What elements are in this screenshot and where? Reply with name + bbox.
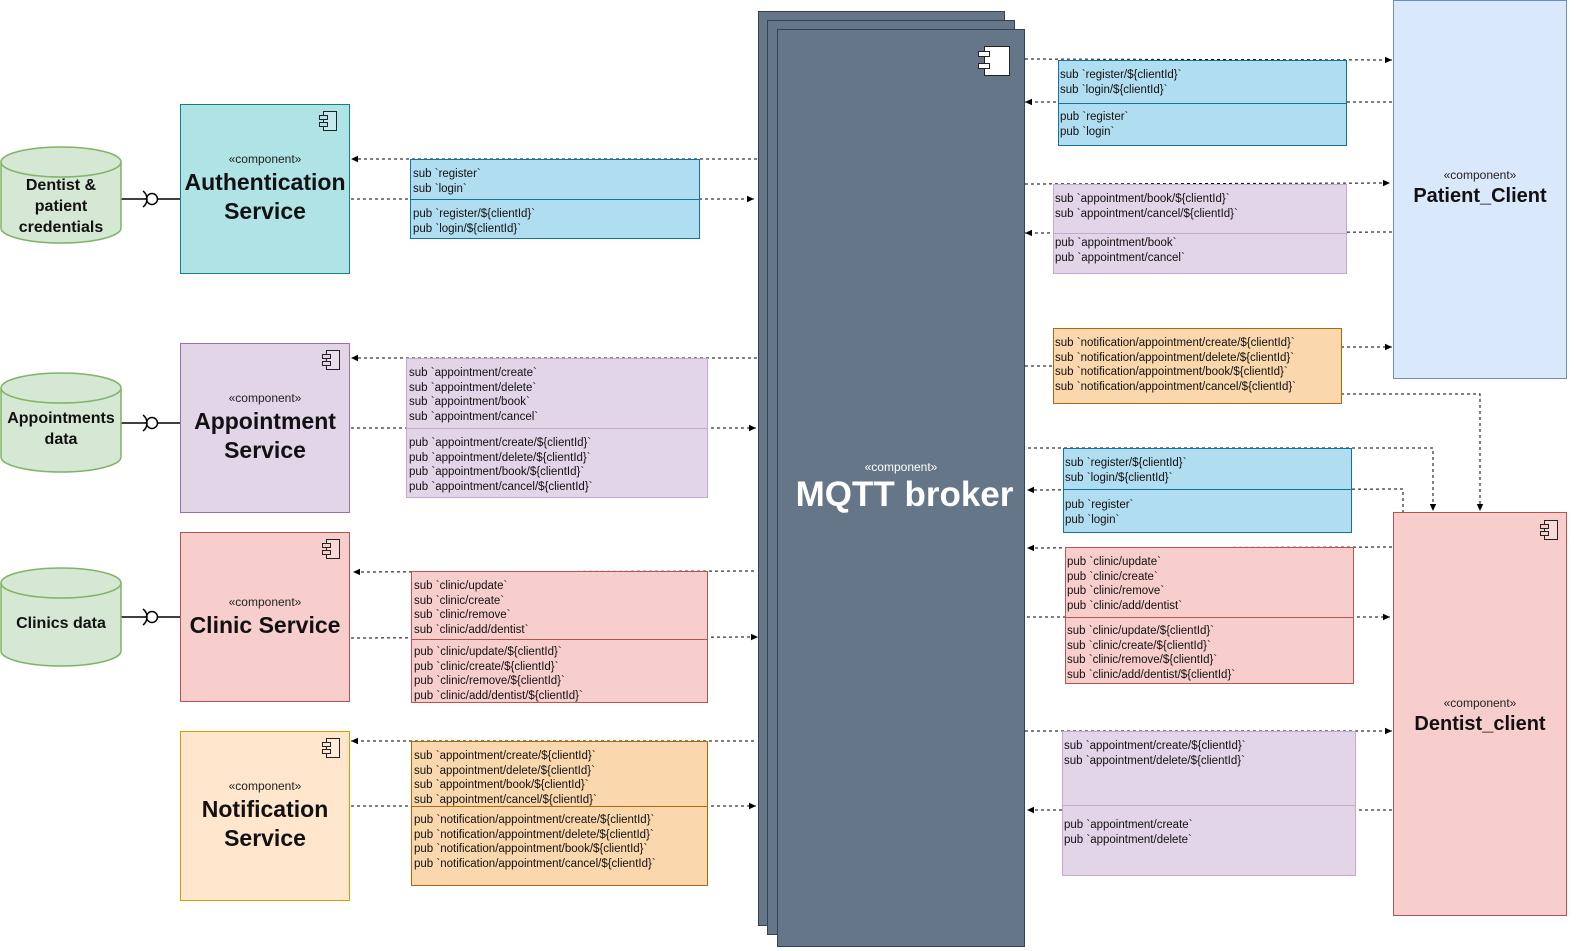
dentist-stereotype: «component» [1443, 696, 1517, 710]
patient-client[interactable]: «component» Patient_Client [1393, 0, 1567, 379]
note-patient-notification: sub `notification/appointment/create/${c… [1053, 328, 1342, 404]
note-notification-pub: pub `notification/appointment/create/${c… [414, 814, 656, 870]
clinic-service-title: Clinic Service [189, 611, 341, 638]
notification-service[interactable]: «component» Notification Service [180, 731, 350, 901]
note-patient-notif-sub: sub `notification/appointment/create/${c… [1055, 337, 1297, 393]
note-dentist-appointment: sub `appointment/create/${clientId}` sub… [1062, 731, 1356, 876]
note-clinic-pub: pub `clinic/update/${clientId}` pub `cli… [414, 646, 583, 702]
db-appointments-label: Appointments data [7, 410, 115, 448]
appointment-service-title: Appointment Service [194, 408, 336, 463]
dentist-client-title: Dentist_client [1414, 713, 1546, 735]
appointment-stereotype: «component» [228, 391, 302, 405]
appointment-component-icon [322, 350, 340, 370]
db-clinics-label: Clinics data [16, 615, 106, 632]
patient-client-title: Patient_Client [1413, 184, 1547, 207]
note-notification-topics: sub `appointment/create/${clientId}` sub… [411, 741, 708, 886]
note-dentist-auth: sub `register/${clientId}` sub `login/${… [1063, 448, 1352, 533]
authentication-service[interactable]: «component» Authentication Service [180, 104, 350, 274]
db-credentials-label: Dentist & patient credentials [18, 177, 104, 236]
dentist-client[interactable]: «component» Dentist_client [1393, 512, 1567, 916]
note-dentist-appt-pub: pub `appointment/create` pub `appointmen… [1064, 819, 1193, 846]
note-patient-appt-pub: pub `appointment/book` pub `appointment/… [1055, 237, 1185, 264]
note-auth-topics: sub `register` sub `login` pub `register… [410, 159, 700, 239]
clinic-service[interactable]: «component» Clinic Service [180, 532, 350, 702]
note-appointment-topics: sub `appointment/create` sub `appointmen… [406, 358, 708, 498]
appointment-service[interactable]: «component» Appointment Service [180, 343, 350, 513]
auth-service-title: Authentication Service [184, 169, 346, 224]
broker-title: MQTT broker [795, 475, 1014, 514]
note-patient-auth-pub: pub `register` pub `login` [1060, 111, 1129, 138]
note-clinic-sub: sub `clinic/update` sub `clinic/create` … [414, 580, 529, 636]
mqtt-broker[interactable] [777, 29, 1025, 947]
notification-service-title: Notification Service [201, 796, 329, 851]
note-auth-sub: sub `register` sub `login` [413, 168, 481, 195]
note-notification-sub: sub `appointment/create/${clientId}` sub… [414, 750, 597, 806]
auth-stereotype: «component» [228, 152, 302, 166]
note-patient-auth: sub `register/${clientId}` sub `login/${… [1058, 60, 1347, 146]
note-dentist-clinic-pub: pub `clinic/update` pub `clinic/create` … [1067, 556, 1183, 612]
note-dentist-auth-pub: pub `register` pub `login` [1065, 499, 1134, 526]
note-auth-pub: pub `register/${clientId}` pub `login/${… [413, 208, 536, 235]
note-patient-auth-sub: sub `register/${clientId}` sub `login/${… [1060, 69, 1182, 96]
broker-component-icon [978, 46, 1010, 76]
clinic-stereotype: «component» [228, 594, 302, 609]
note-patient-appointment: sub `appointment/book/${clientId}` sub `… [1053, 184, 1347, 274]
dentist-component-icon [1540, 520, 1558, 540]
broker-stereotype: «component» [864, 460, 938, 474]
note-appointment-pub: pub `appointment/create/${clientId}` pub… [409, 437, 593, 493]
note-dentist-auth-sub: sub `register/${clientId}` sub `login/${… [1065, 457, 1187, 484]
note-appointment-sub: sub `appointment/create` sub `appointmen… [409, 367, 539, 423]
auth-component-icon [319, 111, 337, 131]
wire-notif-to-dentist [1341, 393, 1484, 511]
note-dentist-clinic-sub: sub `clinic/update/${clientId}` sub `cli… [1067, 625, 1236, 681]
note-patient-appt-sub: sub `appointment/book/${clientId}` sub `… [1055, 193, 1238, 220]
notification-stereotype: «component» [228, 779, 302, 793]
note-dentist-appt-sub: sub `appointment/create/${clientId}` sub… [1064, 740, 1246, 767]
patient-stereotype: «component» [1443, 167, 1517, 182]
clinic-component-icon [322, 539, 340, 559]
note-dentist-clinic: pub `clinic/update` pub `clinic/create` … [1065, 547, 1354, 684]
notification-component-icon [322, 738, 340, 758]
note-clinic-topics: sub `clinic/update` sub `clinic/create` … [411, 571, 708, 703]
